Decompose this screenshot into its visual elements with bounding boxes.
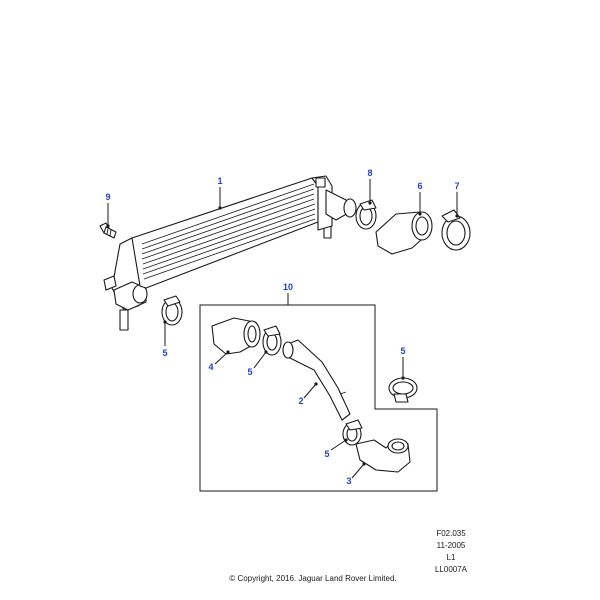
callout-1: 1 xyxy=(217,176,222,186)
hose-clip-8 xyxy=(355,199,377,230)
elbow-hose-3 xyxy=(355,438,411,473)
copyright-notice: © Copyright, 2016. Jaguar Land Rover Lim… xyxy=(229,574,397,583)
callout-7: 7 xyxy=(454,181,459,191)
callout-5-lower-left: 5 xyxy=(162,348,167,358)
intercooler-fins xyxy=(141,183,316,280)
kit-10-outline xyxy=(199,304,438,492)
callout-5-upper: 5 xyxy=(247,367,252,377)
elbow-4 xyxy=(211,317,261,355)
callout-2: 2 xyxy=(298,396,303,406)
intercooler xyxy=(103,175,357,331)
hose-clip-5-upper xyxy=(262,325,282,356)
leader-lines xyxy=(106,179,459,479)
callout-4: 4 xyxy=(208,362,213,372)
reference-line: L1 xyxy=(446,553,456,562)
callout-5-right: 5 xyxy=(400,346,405,356)
callout-6: 6 xyxy=(417,181,422,191)
hose-clip-5-lower-left xyxy=(161,295,183,326)
hose-2 xyxy=(282,339,351,421)
bolt-9 xyxy=(99,222,117,239)
callout-10: 10 xyxy=(283,282,293,292)
hose-clip-7 xyxy=(441,209,471,251)
reference-code: F02.035 xyxy=(436,529,466,538)
callout-9: 9 xyxy=(105,192,110,202)
hose-clip-5-right xyxy=(388,377,418,403)
callout-8: 8 xyxy=(367,168,372,178)
reference-date: 11-2005 xyxy=(436,541,466,550)
callout-3: 3 xyxy=(346,476,351,486)
elbow-hose-6 xyxy=(375,211,433,255)
callout-5-lower: 5 xyxy=(324,449,329,459)
illustration-id: LL0007A xyxy=(434,565,468,574)
